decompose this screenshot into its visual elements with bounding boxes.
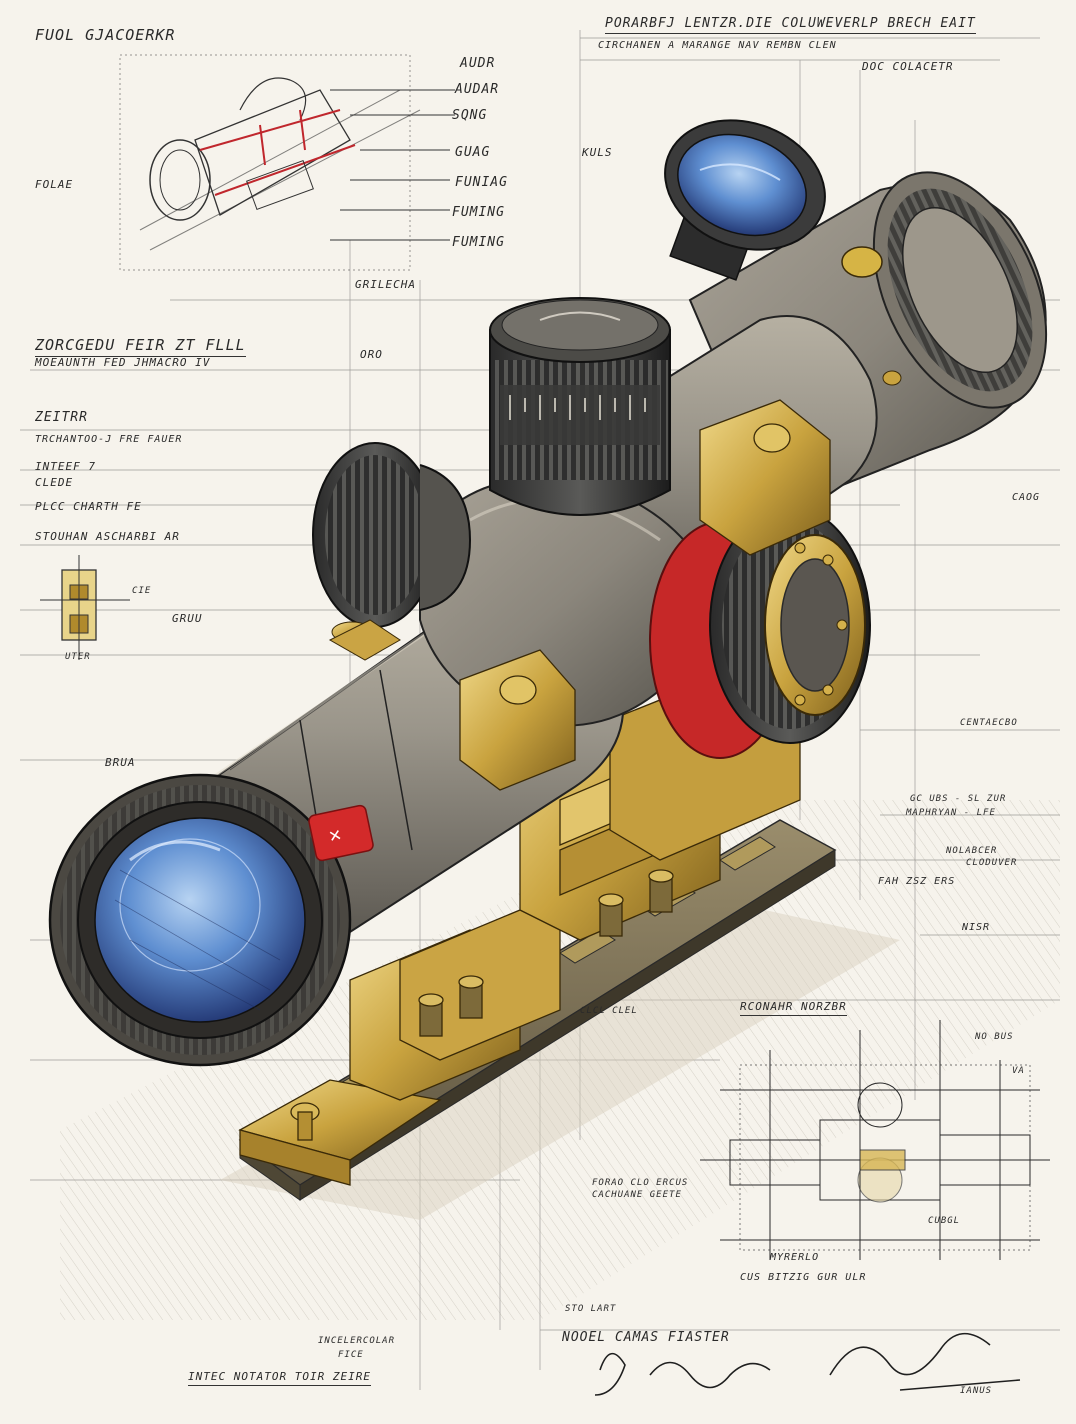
note-grillecha: GRILECHA: [355, 278, 416, 291]
note-small-fig: CIE: [132, 586, 152, 596]
note-top-left-title: FUOL GJACOERKR: [35, 26, 176, 44]
screw-detail: [40, 555, 130, 660]
note-small-fig-2: UTER: [65, 652, 91, 662]
note-gruu: GRUU: [172, 612, 203, 625]
note-right-7: FAH ZSZ ERS: [878, 876, 956, 887]
note-bottom-left: INTEC NOTATOR TOIR ZEIRE: [188, 1370, 371, 1386]
note-cutaway-label-2: MYRERLO: [770, 1252, 820, 1263]
windage-turret: [312, 442, 472, 661]
note-top-right-title: PORARBFJ LENTZR.DIE COLUWEVERLP BRECH EA…: [605, 16, 976, 34]
signature-strokes: [594, 1332, 1021, 1396]
note-signature: IANUS: [960, 1386, 993, 1396]
note-bottom-mid-1: INCELERCOLAR: [318, 1336, 396, 1346]
note-right-8: NISR: [962, 922, 991, 933]
front-ring-clamp: [459, 649, 576, 791]
note-heading-left-2b: ORO: [360, 348, 383, 361]
note-heading-left-1: ZORCGEDU FEIR ZT FLLL: [35, 336, 246, 357]
sketch-concept: [119, 54, 455, 271]
note-cutaway-left-2: CACHUANE GEETE: [592, 1190, 682, 1200]
note-bottom-mid-1b: FICE: [338, 1350, 364, 1360]
note-stouart: STO LART: [565, 1304, 617, 1314]
note-right-3: GC UBS - SL ZUR: [910, 794, 1007, 804]
note-brua: BRUA: [105, 756, 136, 769]
note-sketch-label-5: FUNIAG: [455, 175, 508, 190]
note-sketch-label-6: FUMING: [452, 205, 505, 220]
flip-up-cap: [664, 119, 826, 281]
side-focus-knob: [649, 506, 871, 759]
elevation-turret: [489, 297, 671, 516]
note-zeitr: ZEITRR: [35, 410, 88, 425]
note-sketch-label-1: AUDR: [460, 56, 496, 71]
note-sketch-label-2: AUDAR: [455, 82, 500, 97]
note-plcc: PLCC CHARTH FE: [35, 500, 142, 513]
note-cutaway-label-1: CUBGL: [928, 1216, 961, 1226]
note-inter: INTEEF 7: [35, 460, 96, 473]
note-right-1: CAOG: [1012, 492, 1041, 503]
note-cutaway-small: VA: [1012, 1066, 1025, 1076]
rear-ring-clamp: [699, 399, 831, 556]
note-cutaway-label-3: CUS BITZIG GUR ULR: [740, 1272, 867, 1283]
note-sketch-label-7: FUMING: [452, 235, 505, 250]
note-top-right-sub: CIRCHANEN A MARANGE NAV REMBN CLEN: [598, 40, 837, 51]
objective-lens-assembly: ✕: [48, 773, 374, 1067]
note-top-right-tag: DOC COLACETR: [862, 60, 954, 73]
note-right-4: MAPHRYAN - LFE: [906, 808, 996, 818]
front-mount-base: [238, 1079, 442, 1186]
svg-text:✕: ✕: [327, 825, 344, 846]
note-right-6: CLODUVER: [966, 858, 1018, 868]
note-kuls: KULS: [582, 146, 613, 159]
note-cutaway-tag: NO BUS: [975, 1032, 1014, 1042]
note-sketch-side: FOLAE: [35, 178, 74, 191]
note-heading-left-2: MOEAUNTH FED JHMACRO IV: [35, 356, 211, 369]
note-zeitr-sub: TRCHANTOO-J FRE FAUER: [35, 434, 183, 445]
note-bottom-center: NOOEL CAMAS FIASTER: [562, 1330, 730, 1345]
ocular-bell: [688, 171, 1048, 512]
note-cutaway-title: RCONAHR NORZBR: [740, 1000, 847, 1016]
note-right-2: CENTAECBO: [960, 718, 1018, 728]
note-stouhn: STOUHAN ASCHARBI AR: [35, 530, 180, 543]
note-sketch-label-3: SQNG: [452, 108, 488, 123]
note-inter-sub: CLEDE: [35, 476, 74, 489]
note-sketch-label-4: GUAG: [455, 145, 491, 160]
note-right-5: NOLABCER: [946, 846, 998, 856]
note-rail: CLCL CLEL: [580, 1006, 638, 1016]
cutaway-drawing: [700, 1020, 1050, 1260]
note-cutaway-left-1: FORAO CLO ERCUS: [592, 1178, 689, 1188]
